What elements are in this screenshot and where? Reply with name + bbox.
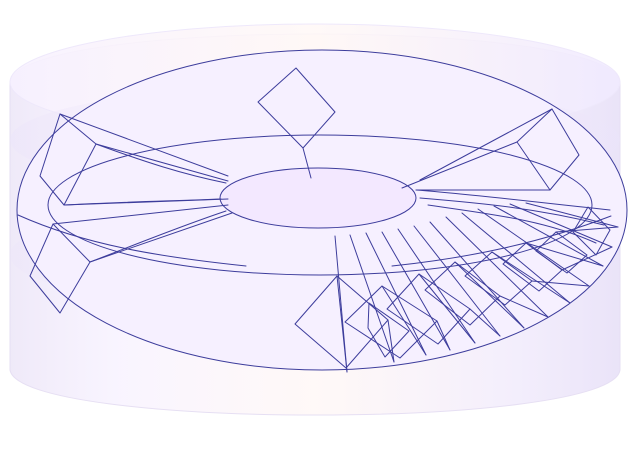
center-hole [220, 168, 416, 228]
wireframe-layer [17, 50, 627, 372]
